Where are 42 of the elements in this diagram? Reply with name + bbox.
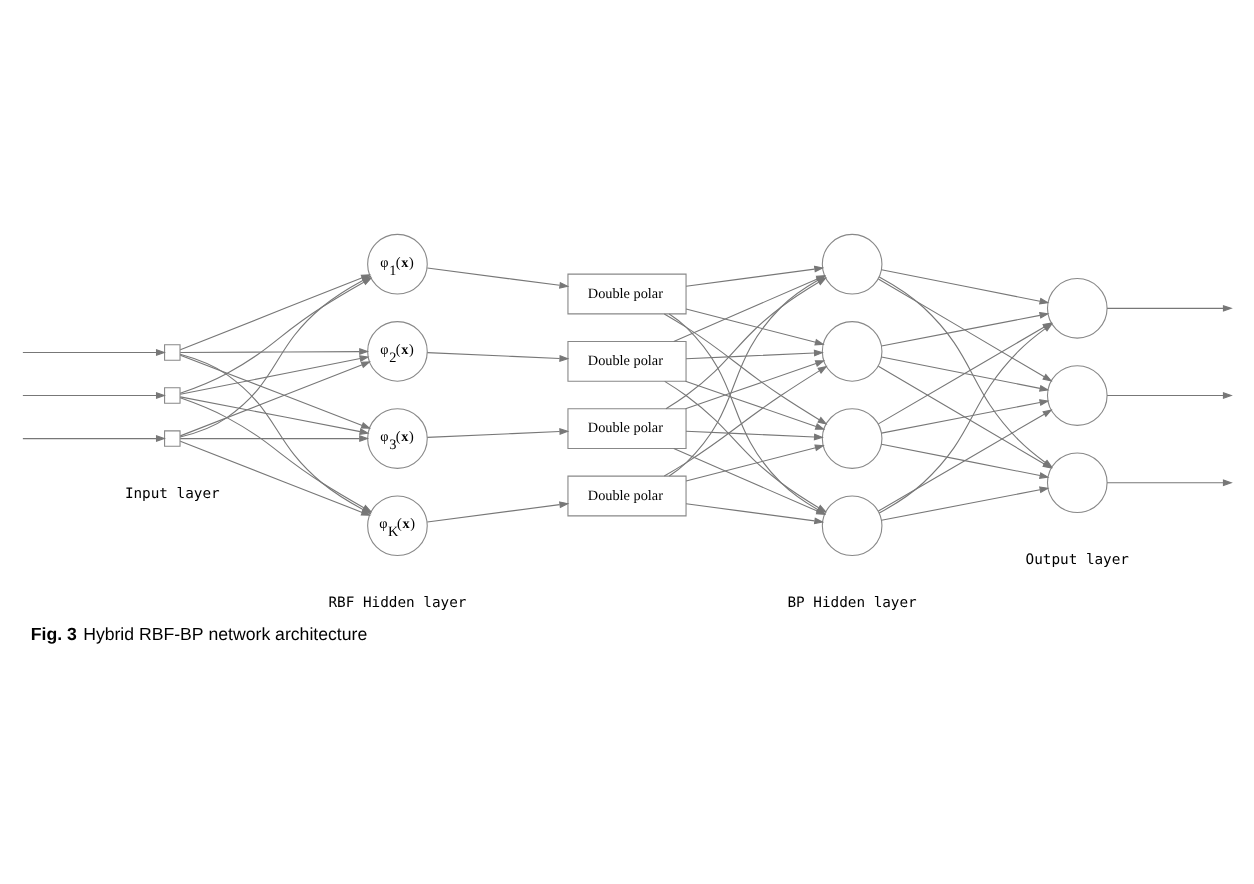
node-box <box>164 429 181 446</box>
arrow <box>880 398 1050 433</box>
arrow <box>426 427 570 437</box>
arrow <box>880 355 1050 391</box>
arrow <box>426 266 570 288</box>
arrow <box>179 354 370 394</box>
arrow <box>880 442 1050 478</box>
arrow <box>877 408 1053 511</box>
arrow <box>22 348 166 355</box>
arrow <box>426 351 570 361</box>
caption: Fig. 3 Hybrid RBF-BP network architecture <box>30 623 368 644</box>
arrow <box>685 429 824 440</box>
arrow <box>880 311 1050 346</box>
node-circle <box>821 494 883 556</box>
arrow <box>877 364 1053 468</box>
arrow <box>685 443 825 481</box>
node-circle <box>821 320 883 381</box>
arrow <box>880 268 1050 304</box>
arrow <box>685 348 824 359</box>
node-circle <box>1046 364 1108 425</box>
arrow <box>426 500 570 522</box>
arrow <box>22 391 166 399</box>
node-box <box>164 386 181 403</box>
arrow <box>684 379 826 429</box>
arrow <box>663 312 828 424</box>
arrow <box>880 485 1050 520</box>
node-circle <box>1046 277 1108 338</box>
arrow <box>179 395 370 434</box>
arrow <box>685 502 825 524</box>
arrow <box>179 434 370 442</box>
arrow <box>1106 303 1233 311</box>
arrow <box>22 434 166 442</box>
arrow <box>663 364 828 476</box>
arrow <box>685 307 825 345</box>
node-box <box>164 343 181 360</box>
node-circle <box>1046 451 1108 513</box>
arrow <box>684 359 826 409</box>
arrow <box>1106 391 1233 399</box>
arrow <box>1106 478 1233 486</box>
node-circle <box>821 232 883 294</box>
arrow <box>179 347 370 355</box>
node-circle <box>821 407 883 468</box>
